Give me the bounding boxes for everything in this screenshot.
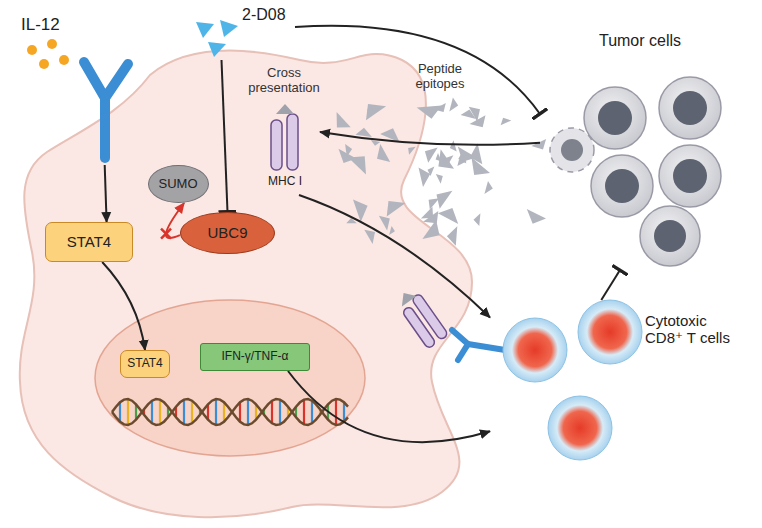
t-cell-receptor xyxy=(452,330,505,360)
dna-rung xyxy=(215,399,217,425)
il12-receptor xyxy=(84,62,128,158)
dna-rung xyxy=(183,400,185,425)
dendritic-cell xyxy=(20,50,472,517)
peptide-fragment xyxy=(474,213,481,226)
node-label: STAT4 xyxy=(67,233,111,250)
stat4-nuclear-box: STAT4 xyxy=(120,350,170,378)
dna-rung xyxy=(311,401,313,424)
peptide-fragment xyxy=(419,168,431,188)
inhibition-connector xyxy=(295,26,540,114)
peptide-fragment xyxy=(457,159,466,166)
annotation-label: Cross presentation xyxy=(238,66,330,96)
peptide-fragment xyxy=(449,98,458,112)
dna-strand xyxy=(112,399,348,425)
arrow-connector xyxy=(288,371,490,442)
node-label: MHC I xyxy=(250,175,320,189)
t-cells-node: Cytotoxic CD8⁺ T cells xyxy=(490,300,755,475)
peptide-fragment xyxy=(387,201,406,216)
peptide-fragment xyxy=(461,109,476,119)
tumor-cells-node: Tumor cells xyxy=(540,30,740,270)
dna-rung xyxy=(223,402,225,421)
peptide-fragment xyxy=(484,181,492,194)
peptide-fragment xyxy=(356,128,372,137)
node-label: Cytotoxic CD8⁺ T cells xyxy=(645,312,745,347)
peptide-fragment xyxy=(438,149,454,169)
node-label: UBC9 xyxy=(207,224,247,241)
arrow-connector xyxy=(299,195,490,318)
dna-rung xyxy=(239,402,241,421)
peptide-fragment xyxy=(447,226,457,246)
inhibition-connector xyxy=(601,270,620,300)
peptide-fragment xyxy=(436,174,443,184)
peptide-fragment xyxy=(337,112,351,127)
peptide-fragment xyxy=(437,191,453,209)
peptide-fragment xyxy=(531,139,546,150)
dna-rung xyxy=(119,402,121,421)
peptide-fragment xyxy=(417,106,442,119)
dna-rung xyxy=(303,400,305,425)
il12-molecules xyxy=(27,39,69,69)
peptide-fragment xyxy=(364,230,375,244)
dna-helix xyxy=(112,399,348,425)
peptide-fragment xyxy=(377,144,390,162)
receptor-node: IL-12 xyxy=(15,15,145,165)
peptide-fragment xyxy=(450,140,457,151)
peptide-fragment xyxy=(429,198,440,209)
dna-rung xyxy=(127,399,129,425)
ubc9-ellipse: UBC9 xyxy=(180,212,275,254)
peptide-fragment xyxy=(366,104,386,120)
dna-rung xyxy=(191,401,193,424)
dna-rung xyxy=(247,399,249,425)
node-label: IFN-γ/TNF-α xyxy=(222,350,289,364)
dna-strand xyxy=(112,399,348,425)
sumo-ellipse: SUMO xyxy=(148,165,209,203)
mhc-i-internal xyxy=(271,104,298,170)
node-label: SUMO xyxy=(159,177,198,192)
t-cells xyxy=(503,300,642,460)
peptide-fragment xyxy=(438,208,458,224)
peptide-fragment xyxy=(367,105,377,111)
peptide-fragment xyxy=(527,209,546,224)
peptide-fragment xyxy=(345,144,352,157)
peptide-fragment xyxy=(501,118,512,126)
2-d08-molecules xyxy=(196,20,238,57)
node-label: IL-12 xyxy=(21,15,60,35)
peptide-fragment xyxy=(422,220,439,239)
inhibition-connector xyxy=(222,60,228,212)
dna-rung xyxy=(343,402,345,421)
dna-rung xyxy=(271,401,273,424)
stat4-box: STAT4 xyxy=(45,222,133,262)
dna-rung xyxy=(151,401,153,424)
tumor-cell-cluster xyxy=(550,77,721,266)
mhc-node: MHC I xyxy=(250,105,320,195)
arrow-connector xyxy=(105,165,107,222)
peptide-fragment xyxy=(470,143,482,164)
mhc-i-surface xyxy=(394,286,449,349)
peptide-fragments xyxy=(337,98,546,246)
node-label: STAT4 xyxy=(127,357,163,371)
inhibitor-node: 2-D08 xyxy=(190,5,295,60)
annotation-label: Peptide epitopes xyxy=(403,62,477,92)
arrow-connector xyxy=(102,262,145,350)
peptide-fragment xyxy=(389,226,395,235)
node-label: 2-D08 xyxy=(242,6,286,24)
dna-rung xyxy=(159,400,161,425)
cytokine-gene-box: IFN-γ/TNF-α xyxy=(200,343,310,371)
arrow-connector xyxy=(320,132,540,145)
dna-rung xyxy=(335,399,337,425)
peptide-fragment xyxy=(379,216,390,231)
nucleus xyxy=(95,300,365,456)
node-label: Tumor cells xyxy=(540,32,740,50)
peptide-fragment xyxy=(408,147,416,155)
dna-rung xyxy=(279,400,281,425)
peptide-fragment xyxy=(425,147,438,162)
block-mark xyxy=(161,229,171,239)
